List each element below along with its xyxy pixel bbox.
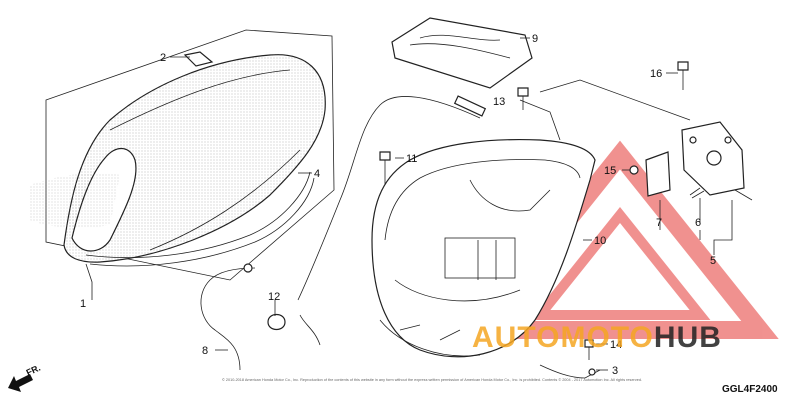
callout-15: 15	[604, 165, 616, 177]
lock-bracket	[645, 151, 671, 197]
callout-4: 4	[314, 168, 320, 180]
callout-2: 2	[160, 52, 166, 64]
callout-13: 13	[493, 96, 505, 108]
watermark-moto: MOTO	[560, 321, 653, 354]
callout-3: 3	[612, 365, 618, 377]
hinge-stay	[539, 364, 601, 379]
callout-7: 7	[656, 217, 662, 229]
part-code: GGL4F2400	[722, 384, 778, 395]
seat-assembly	[30, 29, 335, 281]
callouts: 1 2 3 4 5 6 7 8 9 10 11 12 13 14 15 16	[80, 33, 716, 377]
copyright-notice: © 2010-2018 American Honda Motor Co., In…	[222, 377, 642, 382]
front-arrow: FR.	[8, 363, 42, 392]
callout-8: 8	[202, 345, 208, 357]
svg-text:AUTOMOTOHUB: AUTOMOTOHUB	[472, 321, 722, 354]
lock-assembly	[681, 121, 753, 201]
watermark-hub: HUB	[654, 321, 722, 354]
callout-10: 10	[594, 235, 606, 247]
callout-14: 14	[610, 339, 622, 351]
callout-16: 16	[650, 68, 662, 80]
callout-9: 9	[532, 33, 538, 45]
watermark-auto: AUTO	[472, 321, 560, 354]
front-arrow-icon	[8, 374, 33, 392]
callout-1: 1	[80, 298, 86, 310]
callout-5: 5	[710, 255, 716, 267]
callout-6: 6	[695, 217, 701, 229]
watermark-text: AUTOMOTOHUB	[472, 321, 722, 354]
luggage-box	[371, 139, 596, 358]
callout-11: 11	[406, 153, 417, 165]
tool-pouch	[391, 17, 533, 89]
callout-12: 12	[268, 291, 280, 303]
leader-lines	[85, 37, 733, 371]
front-label: FR.	[25, 363, 42, 378]
fasteners	[267, 61, 705, 360]
seat-seal	[85, 171, 315, 267]
seat-lock-cable	[200, 95, 487, 371]
